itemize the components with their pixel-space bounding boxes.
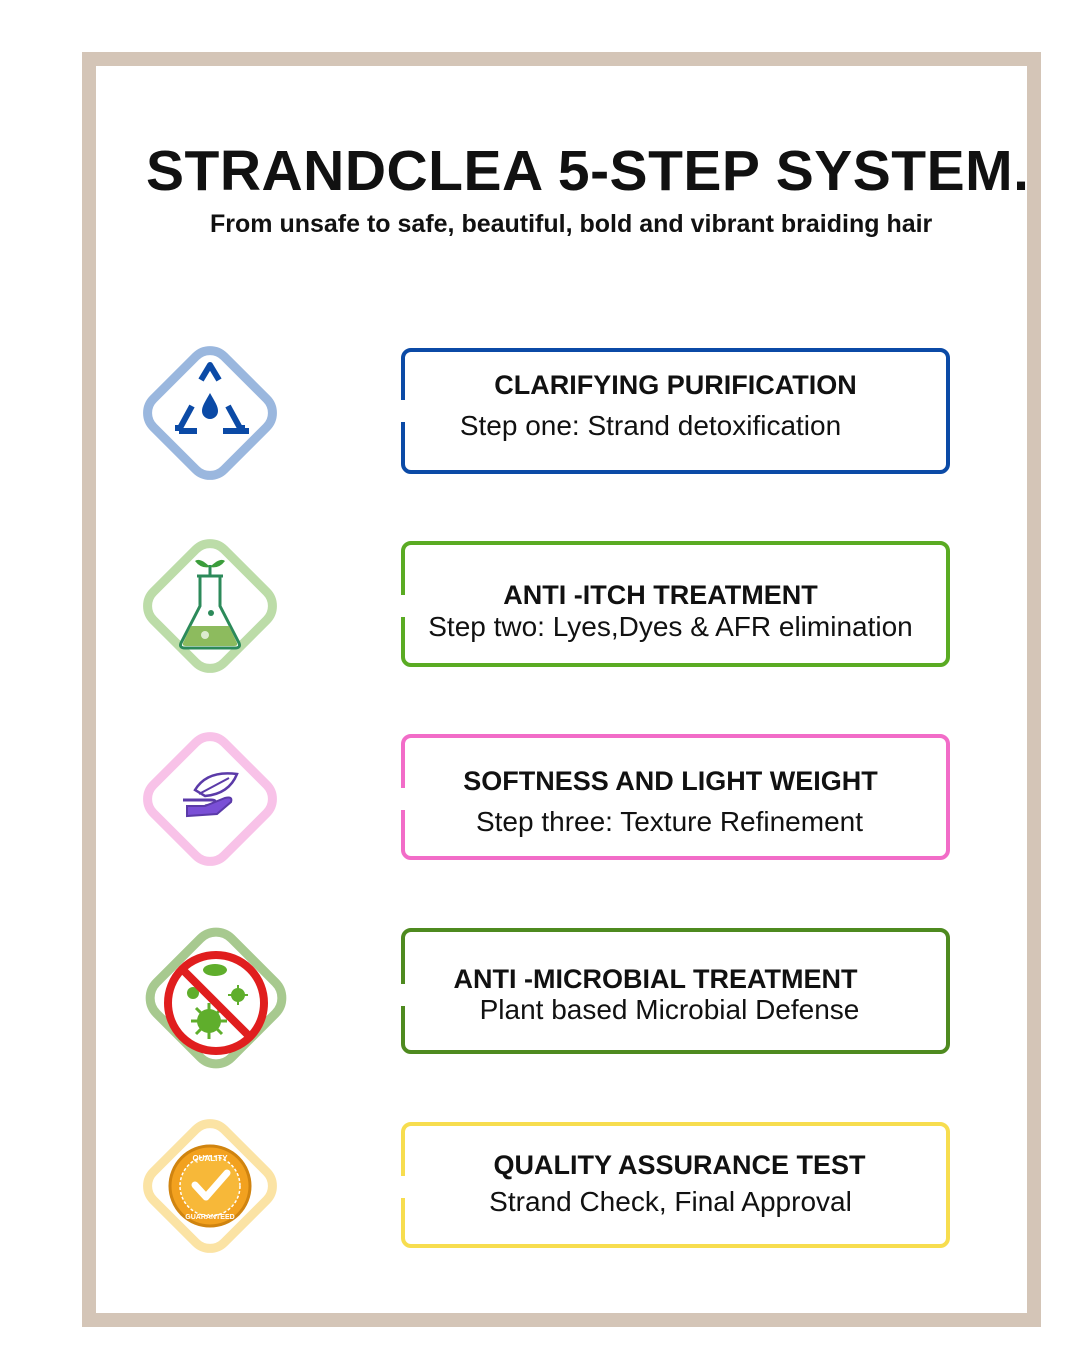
step-1-subtitle: Step one: Strand detoxification: [459, 410, 842, 441]
step-4-subtitle: Plant based Microbial Defense: [479, 994, 860, 1025]
step-2-subtitle: Step two: Lyes,Dyes & AFR elimination: [428, 611, 913, 642]
step-card-2: ANTI -ITCH TREATMENT Step two: Lyes,Dyes…: [399, 541, 950, 667]
step-3-title: SOFTNESS AND LIGHT WEIGHT: [463, 766, 878, 796]
step-card-4: ANTI -MICROBIAL TREATMENT Plant based Mi…: [399, 928, 950, 1054]
badge-top-text: QUALITY: [192, 1154, 228, 1163]
no-microbes-icon: [125, 907, 307, 1089]
recycle-water-drop-icon: [125, 328, 295, 498]
step-card-1: CLARIFYING PURIFICATION Step one: Strand…: [399, 348, 950, 474]
step-5-subtitle: Strand Check, Final Approval: [489, 1186, 852, 1217]
step-3-subtitle: Step three: Texture Refinement: [475, 806, 864, 837]
badge-bottom-text: GUARANTEED: [185, 1214, 234, 1221]
step-1-title: CLARIFYING PURIFICATION: [494, 370, 857, 400]
step-4-title: ANTI -MICROBIAL TREATMENT: [453, 964, 858, 994]
step-card-3: SOFTNESS AND LIGHT WEIGHT Step three: Te…: [399, 734, 950, 860]
step-2-title: ANTI -ITCH TREATMENT: [503, 580, 818, 610]
page-title: STRANDCLEA 5-STEP SYSTEM.: [146, 139, 1030, 203]
page-subtitle: From unsafe to safe, beautiful, bold and…: [210, 210, 933, 238]
poster-canvas: [96, 66, 1027, 1313]
step-5-title: QUALITY ASSURANCE TEST: [493, 1150, 866, 1180]
feather-hand-icon: [125, 714, 295, 884]
step-card-5: QUALITY ASSURANCE TEST Strand Check, Fin…: [399, 1122, 950, 1248]
poster-frame: [82, 52, 1041, 1327]
lab-flask-sprout-icon: [125, 521, 295, 691]
quality-guaranteed-badge-icon: QUALITY GUARANTEED: [125, 1101, 295, 1271]
